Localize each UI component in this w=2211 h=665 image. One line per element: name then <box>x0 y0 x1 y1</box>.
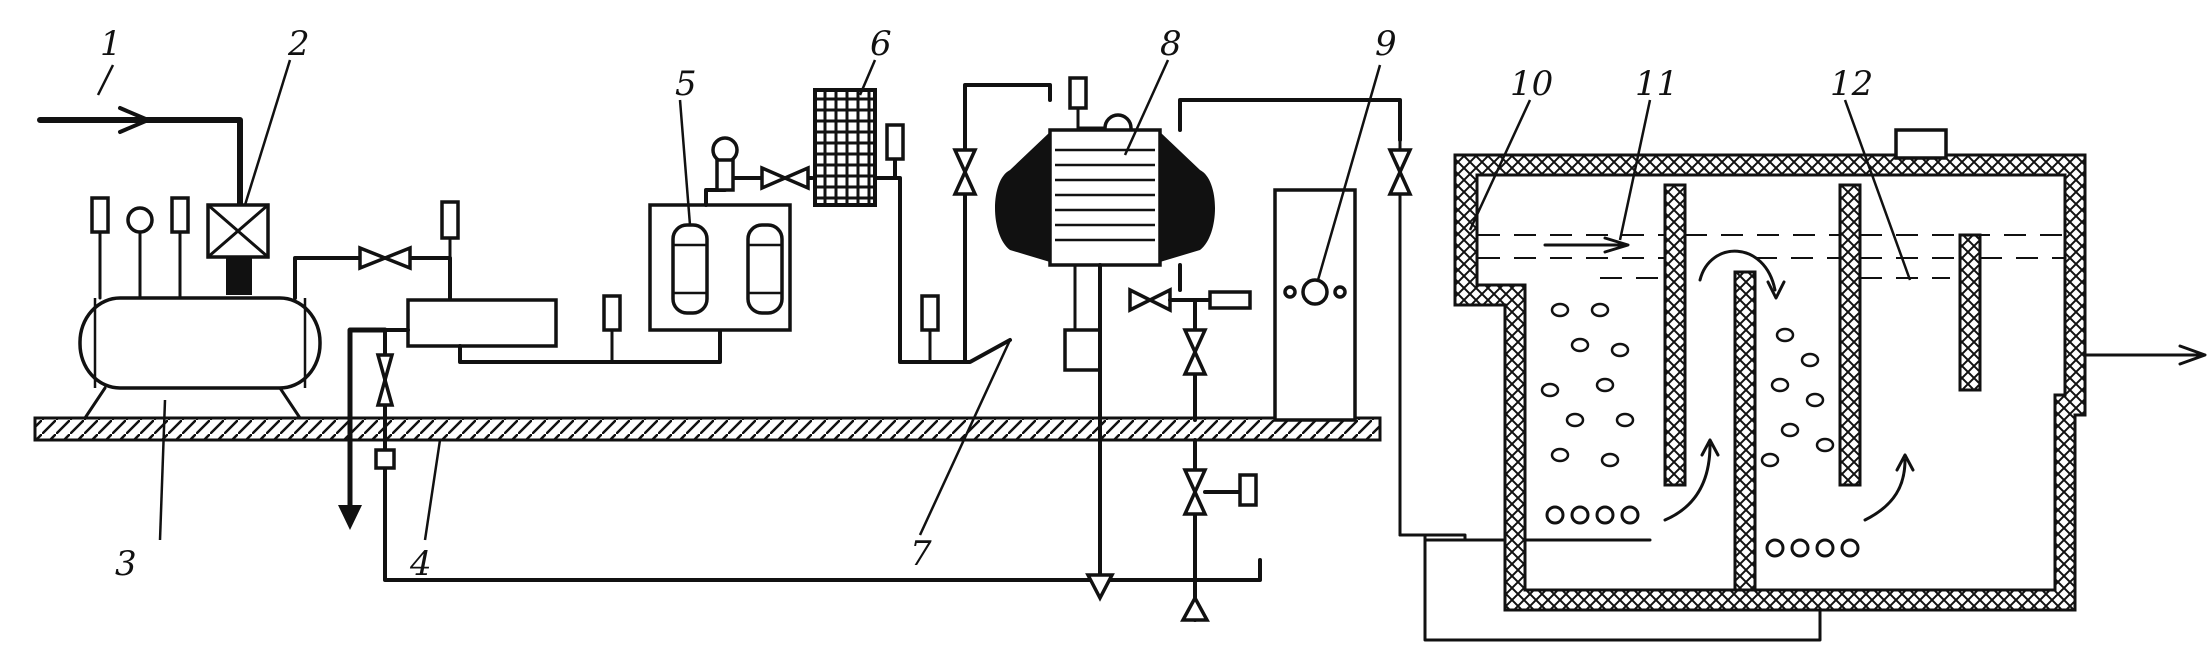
compressor <box>206 203 270 295</box>
callout-5: 5 <box>675 64 697 104</box>
bypass-pipe <box>952 76 1133 364</box>
callout-1: 1 <box>100 24 122 64</box>
adsorber <box>648 136 814 332</box>
receiver-tank <box>78 196 322 420</box>
callout-8: 8 <box>1160 24 1182 64</box>
callout-leaders <box>96 59 1912 541</box>
callout-12: 12 <box>1830 64 1873 104</box>
callout-9: 9 <box>1375 24 1397 64</box>
callout-3: 3 <box>115 544 137 584</box>
callout-11: 11 <box>1635 64 1678 104</box>
heat-exchanger <box>995 98 1402 622</box>
callout-2: 2 <box>287 24 310 64</box>
main-pipe-1 <box>293 200 460 302</box>
callout-7: 7 <box>910 534 932 574</box>
air-inlet-pipe <box>37 106 243 208</box>
column <box>1273 188 1357 422</box>
oil-separator <box>338 294 1262 582</box>
callout-4: 4 <box>409 544 432 584</box>
flotation-tank <box>1453 128 2207 612</box>
callout-10: 10 <box>1510 64 1553 104</box>
fine-filter <box>813 88 1012 364</box>
callout-6: 6 <box>870 24 892 64</box>
floor-slab <box>33 416 1382 442</box>
